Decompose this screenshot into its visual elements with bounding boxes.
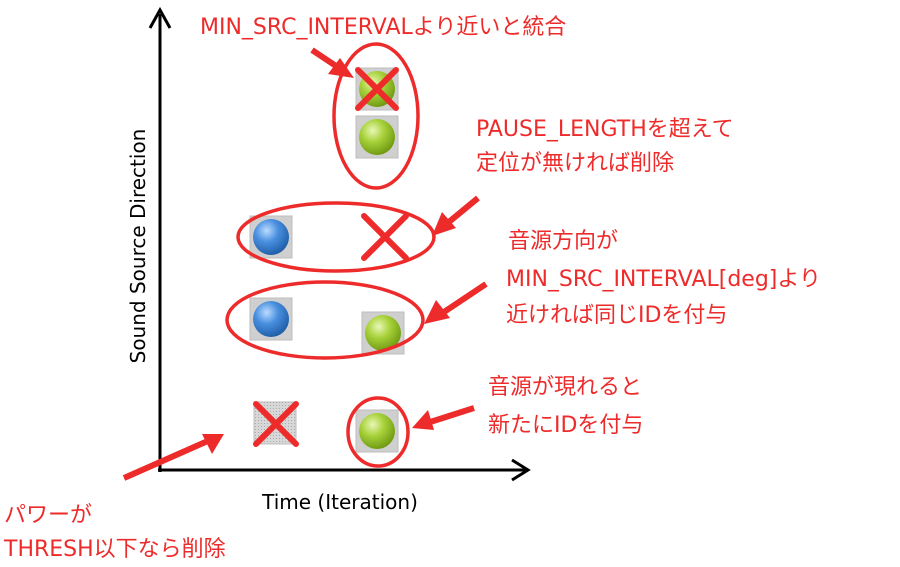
green-source-new [355,409,399,453]
arrow-power [122,434,224,481]
same-id-note-line1: 音源方向が [508,229,618,254]
green-sphere-icon [359,119,395,155]
power-note-line1: パワーが [4,503,92,528]
red-cross-icon [253,401,299,447]
red-cross-icon [355,67,399,111]
same-id-note-line3: 近ければ同じIDを付与 [506,303,727,328]
same-id-group-ellipse [225,280,425,360]
arrow-pause [432,195,480,236]
annotation-texts: MIN_SRC_INTERVALより近いと統合 PAUSE_LENGTHを超えて… [3,15,821,562]
delete-marks [253,67,409,447]
merge-group-ellipse [332,42,420,190]
arrow-new-id [412,405,475,430]
x-axis-label: Time (Iteration) [261,490,418,514]
new-id-note-line1: 音源が現れると [488,375,642,400]
arrow-merge [310,47,354,78]
y-axis-arrowhead [148,6,172,29]
green-sphere-icon [359,413,395,449]
sound-sources [249,67,405,453]
green-source-top [355,115,399,159]
blue-sphere-icon [253,219,289,255]
green-sphere-icon [365,315,401,351]
new-id-ellipse [346,396,410,468]
green-source-lower [361,311,405,355]
pause-note-line1: PAUSE_LENGTHを超えて [476,117,734,142]
merge-note: MIN_SRC_INTERVALより近いと統合 [200,15,566,40]
new-id-note-line2: 新たにIDを付与 [488,413,643,438]
power-note-line2: THRESH以下なら削除 [3,537,226,562]
blue-source-lower [249,297,293,341]
same-id-note-line2: MIN_SRC_INTERVAL[deg]より [506,267,821,292]
pause-group-ellipse [236,201,436,273]
axes: Time (Iteration) Sound Source Direction [126,6,531,514]
red-cross-icon [361,213,409,261]
annotation-arrows [122,47,488,481]
x-axis-arrowhead [511,458,531,482]
arrow-same-id [424,281,488,324]
highlight-ellipses [225,42,436,468]
pause-note-line2: 定位が無ければ削除 [476,151,674,176]
blue-sphere-icon [253,301,289,337]
blue-source-upper [249,215,293,259]
y-axis-label: Sound Source Direction [126,129,150,364]
